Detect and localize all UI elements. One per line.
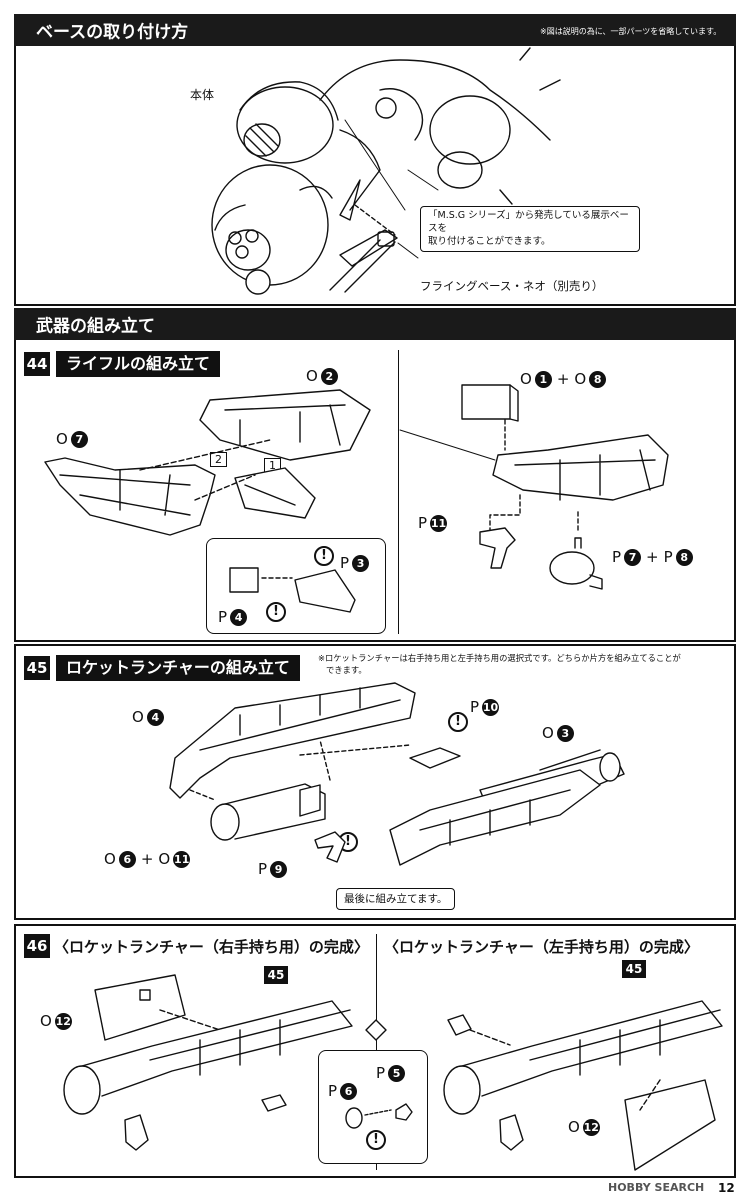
header-note: ※図は説明の為に、一部パーツを省略しています。: [540, 27, 722, 36]
base-callout-line2: 取り付けることができます。: [428, 235, 551, 247]
weapons-section-title: 武器の組み立て: [36, 316, 155, 337]
step45-note-line2: できます。: [326, 665, 367, 675]
step46-ref-45-right: 45: [264, 966, 288, 984]
body-label: 本体: [190, 88, 215, 102]
step45-title: ロケットランチャーの組み立て: [56, 655, 300, 681]
base-section-header: ベースの取り付け方: [14, 14, 736, 46]
step46-warning: !: [366, 1130, 386, 1150]
step45-warning-2: !: [338, 832, 358, 852]
base-section-title: ベースの取り付け方: [36, 22, 189, 43]
base-attachment-panel: [14, 46, 736, 306]
step45-number: 45: [24, 656, 50, 680]
step44-warning-1: !: [314, 546, 334, 566]
step44-title: ライフルの組み立て: [56, 351, 221, 377]
step45-warning-1: !: [448, 712, 468, 732]
weapons-section-header: 武器の組み立て: [14, 308, 736, 340]
page-number: 12: [718, 1181, 735, 1195]
step46-title-left-hand: 〈ロケットランチャー（左手持ち用）の完成〉: [384, 938, 699, 956]
step46-title-right-hand: 〈ロケットランチャー（右手持ち用）の完成〉: [54, 938, 369, 956]
step44-warning-2: !: [266, 602, 286, 622]
step45-callout: 最後に組み立てます。: [336, 888, 456, 911]
base-callout: 「M.S.G シリーズ」から発売している展示ベースを 取り付けることができます。: [420, 206, 640, 253]
step46-ref-45-left: 45: [622, 960, 646, 978]
watermark: HOBBY SEARCH: [608, 1181, 705, 1194]
base-callout-line1: 「M.S.G シリーズ」から発売している展示ベースを: [428, 210, 629, 234]
step44-order-2: 2: [210, 452, 227, 467]
step44-divider: [398, 350, 399, 634]
step44-number: 44: [24, 352, 50, 376]
step45-panel: [14, 644, 736, 920]
step46-number: 46: [24, 934, 50, 958]
step44-order-1: 1: [264, 458, 281, 473]
step45-note-line1: ※ロケットランチャーは右手持ち用と左手持ち用の選択式です。どちらか片方を組み立て…: [318, 653, 681, 663]
flying-base-label: フライングベース・ネオ（別売り）: [420, 279, 604, 293]
